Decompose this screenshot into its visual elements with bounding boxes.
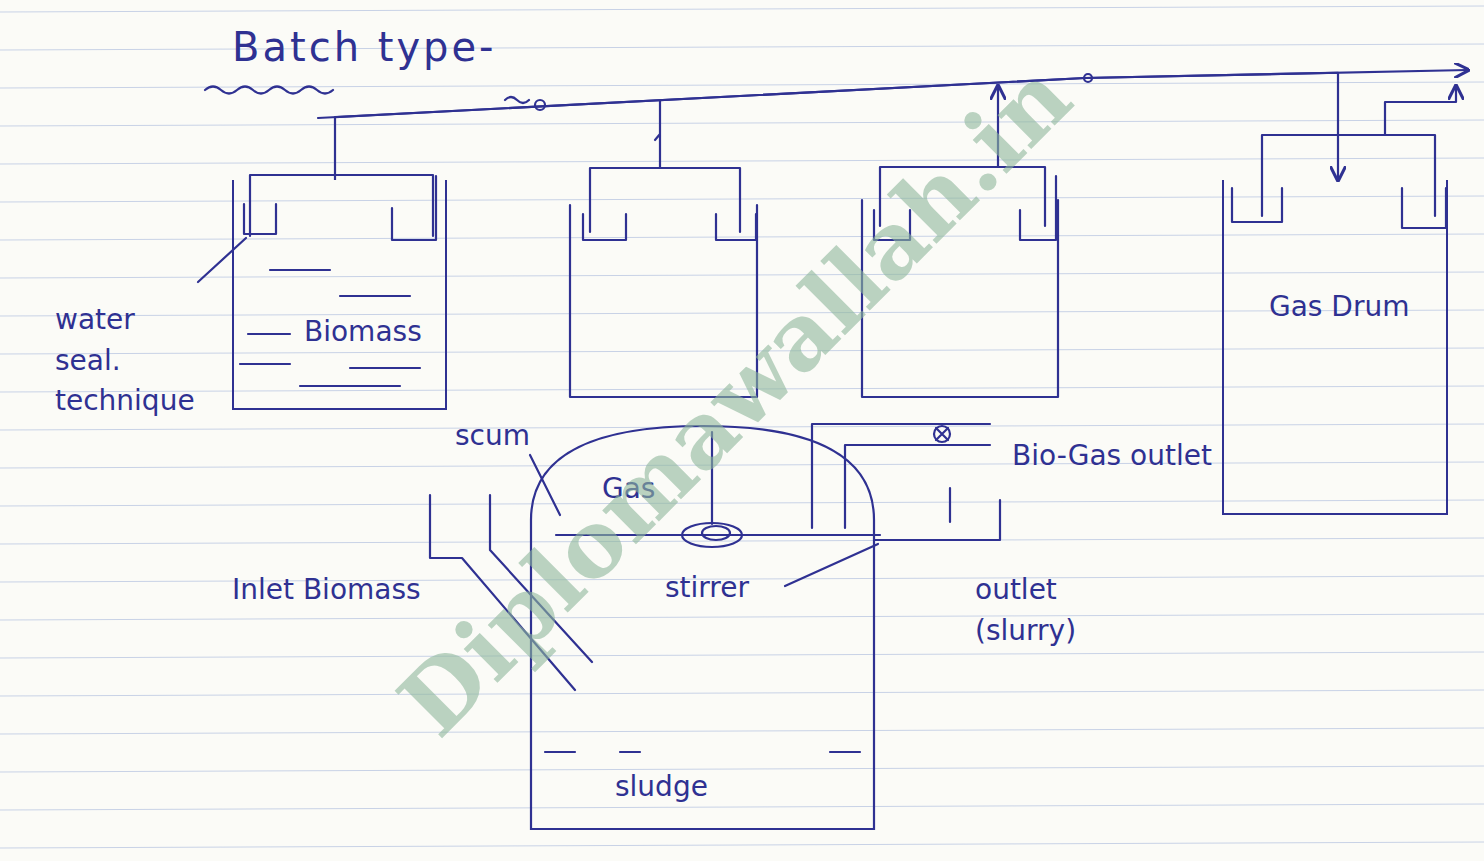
- callout-label: outlet (slurry): [975, 570, 1155, 651]
- leader-line: [530, 455, 560, 515]
- node-label: Gas Drum: [1269, 288, 1419, 326]
- callout-label: stirrer: [665, 568, 795, 609]
- callout-label: water seal. technique: [55, 300, 205, 422]
- sludge-level: [545, 751, 860, 753]
- title-underline: [205, 87, 333, 94]
- gas-cap: [250, 175, 433, 236]
- valve: [936, 428, 948, 440]
- ruled-line: [0, 538, 1484, 544]
- gas-pipe: [655, 101, 660, 168]
- stirrer: [682, 523, 742, 547]
- ruled-line: [0, 500, 1484, 506]
- ruled-line: [0, 728, 1484, 734]
- ruled-line: [0, 120, 1484, 126]
- gas-pipe: [997, 86, 999, 167]
- gas-outlet-pipe: [1385, 86, 1456, 135]
- ruled-line: [0, 766, 1484, 772]
- dome-outline: [531, 426, 874, 829]
- valve: [934, 426, 950, 442]
- dome-outline: [530, 425, 875, 830]
- water-seal: [583, 214, 626, 240]
- title-underline: [505, 97, 529, 103]
- digester-tank: [570, 205, 757, 397]
- water-seal: [716, 214, 756, 240]
- water-seal: [244, 204, 276, 234]
- ruled-lines: [0, 6, 1484, 848]
- ruled-line: [0, 272, 1484, 278]
- continuous-digester: Gas sludge: [530, 425, 875, 830]
- digester-tank: [862, 200, 1058, 397]
- gas-cap: [590, 168, 740, 232]
- inlet-pipe: [490, 495, 592, 662]
- ruled-line: [0, 348, 1484, 354]
- stirrer: [702, 526, 730, 540]
- slurry-level: [556, 534, 880, 536]
- callout-label: Bio-Gas outlet: [1012, 436, 1212, 477]
- ruled-line: [0, 44, 1484, 50]
- ruled-line: [0, 652, 1484, 658]
- ruled-line: [0, 804, 1484, 810]
- water-seal: [1232, 188, 1282, 222]
- callout-label: scum: [455, 416, 555, 457]
- node-label: Biomass: [304, 313, 439, 351]
- water-seal: [1402, 188, 1446, 228]
- pipe-joint: [535, 100, 545, 110]
- gas-header-pipe: [318, 70, 1468, 118]
- node-label: sludge: [615, 768, 755, 806]
- ruled-line: [0, 6, 1484, 12]
- watermark: Diplomawallah.in: [378, 43, 1092, 757]
- ruled-line: [0, 690, 1484, 696]
- stirrer-shaft: [711, 432, 713, 524]
- leader-line: [785, 544, 878, 586]
- digester-tank: Biomass: [232, 180, 447, 410]
- gas-drum: Gas Drum: [1222, 180, 1448, 515]
- callout-label: Inlet Biomass: [232, 570, 432, 611]
- node-label: Gas: [602, 470, 692, 508]
- gas-pipe: [335, 73, 1338, 180]
- water-seal: [1020, 176, 1056, 240]
- ruled-line: [0, 386, 1484, 392]
- slurry-outlet: [875, 488, 1000, 540]
- inlet-pipe: [430, 495, 575, 690]
- leader-line: [198, 238, 246, 282]
- gas-outlet-pipe: [812, 424, 990, 528]
- ruled-line: [0, 614, 1484, 620]
- water-seal: [392, 176, 436, 240]
- gas-cap: [1262, 135, 1435, 216]
- water-seal: [874, 210, 910, 240]
- ruled-line: [0, 462, 1484, 468]
- ruled-line: [0, 842, 1484, 848]
- heading: Batch type-: [232, 24, 496, 70]
- ruled-line: [0, 82, 1484, 88]
- ruled-line: [0, 310, 1484, 316]
